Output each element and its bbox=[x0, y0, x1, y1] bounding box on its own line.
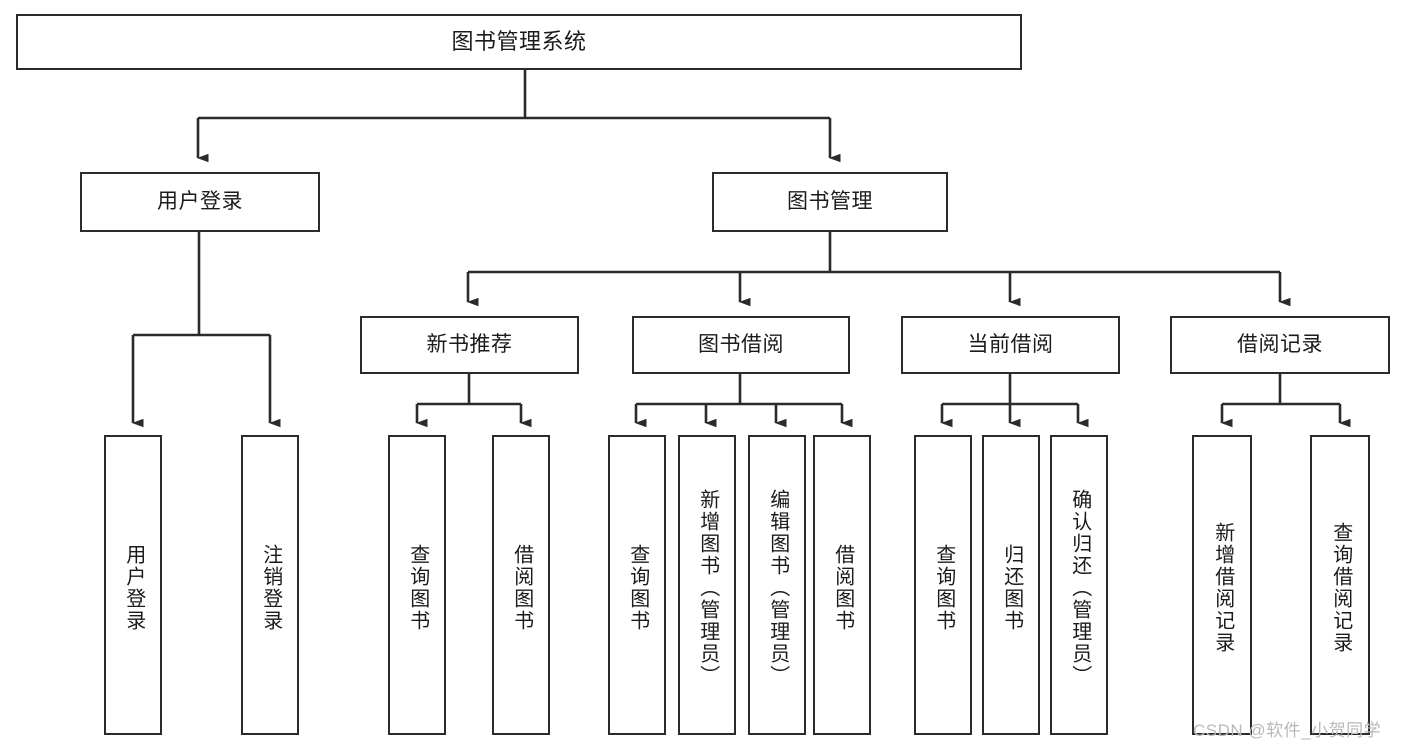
node-label: 图书借阅 bbox=[698, 332, 784, 356]
node-label: 借阅记录 bbox=[1237, 332, 1323, 356]
node-label: 图书管理系统 bbox=[451, 29, 587, 55]
node-label: 用户登录 bbox=[122, 544, 145, 632]
node-label: 编辑图书（管理员） bbox=[766, 489, 789, 687]
csdn-watermark: CSDN @软件_小贺同学 bbox=[1193, 721, 1382, 740]
leaf-user-login[interactable]: 用户登录 bbox=[104, 435, 162, 735]
node-book-management[interactable]: 图书管理 bbox=[712, 172, 948, 232]
node-label: 图书管理 bbox=[787, 189, 873, 213]
leaf-confirm-return-admin[interactable]: 确认归还（管理员） bbox=[1050, 435, 1108, 735]
node-label: 当前借阅 bbox=[967, 332, 1054, 356]
node-user-login[interactable]: 用户登录 bbox=[80, 172, 320, 232]
leaf-borrow-book-recommend[interactable]: 借阅图书 bbox=[492, 435, 550, 735]
node-label: 借阅图书 bbox=[510, 544, 533, 632]
leaf-add-book-admin[interactable]: 新增图书（管理员） bbox=[678, 435, 736, 735]
leaf-query-book-recommend[interactable]: 查询图书 bbox=[388, 435, 446, 735]
node-label: 借阅图书 bbox=[831, 544, 854, 632]
node-borrow-record[interactable]: 借阅记录 bbox=[1170, 316, 1390, 374]
node-label: 注销登录 bbox=[259, 544, 282, 632]
node-label: 新增借阅记录 bbox=[1211, 522, 1234, 654]
node-label: 查询图书 bbox=[406, 544, 429, 632]
node-book-borrow[interactable]: 图书借阅 bbox=[632, 316, 850, 374]
node-new-book-recommend[interactable]: 新书推荐 bbox=[360, 316, 579, 374]
node-label: 用户登录 bbox=[157, 189, 243, 213]
leaf-query-book-current[interactable]: 查询图书 bbox=[914, 435, 972, 735]
node-root-system[interactable]: 图书管理系统 bbox=[16, 14, 1022, 70]
leaf-query-borrow-record[interactable]: 查询借阅记录 bbox=[1310, 435, 1370, 735]
node-label: 确认归还（管理员） bbox=[1068, 489, 1091, 687]
leaf-edit-book-admin[interactable]: 编辑图书（管理员） bbox=[748, 435, 806, 735]
node-label: 查询图书 bbox=[626, 544, 649, 632]
leaf-query-book-borrow[interactable]: 查询图书 bbox=[608, 435, 666, 735]
leaf-add-borrow-record[interactable]: 新增借阅记录 bbox=[1192, 435, 1252, 735]
node-current-borrow[interactable]: 当前借阅 bbox=[901, 316, 1120, 374]
node-label: 查询借阅记录 bbox=[1329, 522, 1352, 654]
node-label: 归还图书 bbox=[1000, 544, 1023, 632]
node-label: 新增图书（管理员） bbox=[696, 489, 719, 687]
leaf-logout[interactable]: 注销登录 bbox=[241, 435, 299, 735]
leaf-borrow-book[interactable]: 借阅图书 bbox=[813, 435, 871, 735]
node-label: 新书推荐 bbox=[426, 332, 513, 356]
node-label: 查询图书 bbox=[932, 544, 955, 632]
leaf-return-book[interactable]: 归还图书 bbox=[982, 435, 1040, 735]
